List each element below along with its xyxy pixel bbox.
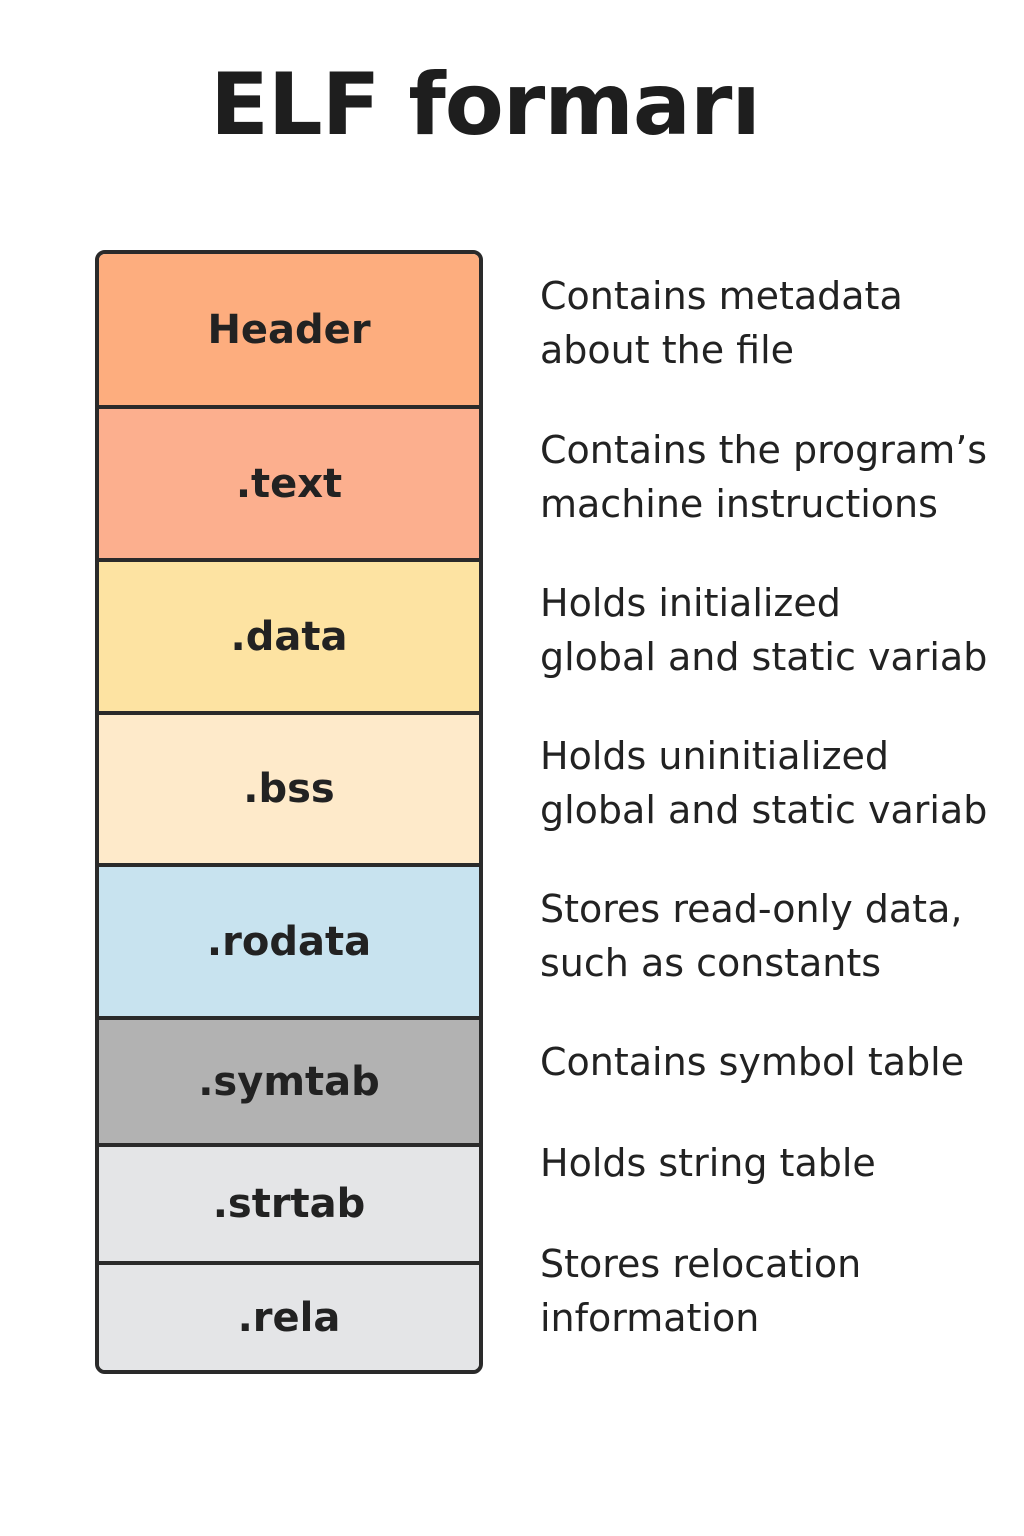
section-text: .text [99,409,479,562]
section-strtab: .strtab [99,1147,479,1265]
description-symtab: Contains symbol table [540,1040,965,1084]
description-data: Holds initialized global and static vari… [540,581,988,679]
description-strtab: Holds string table [540,1141,876,1185]
section-rodata: .rodata [99,867,479,1020]
description-bss: Holds uninitialized global and static va… [540,734,988,832]
description-text: Contains the program’s machine instructi… [540,428,988,526]
section-bss: .bss [99,715,479,867]
section-rela: .rela [99,1265,479,1370]
description-header: Contains metadata about the file [540,274,903,372]
description-rela: Stores relocation information [540,1242,862,1340]
description-rodata: Stores read-only data, such as constants [540,887,963,985]
elf-section-stack: Header .text .data .bss .rodata .symtab … [95,250,483,1374]
section-data: .data [99,562,479,715]
page-title: ELF formarı [210,55,761,155]
section-symtab: .symtab [99,1020,479,1147]
section-header: Header [99,254,479,409]
